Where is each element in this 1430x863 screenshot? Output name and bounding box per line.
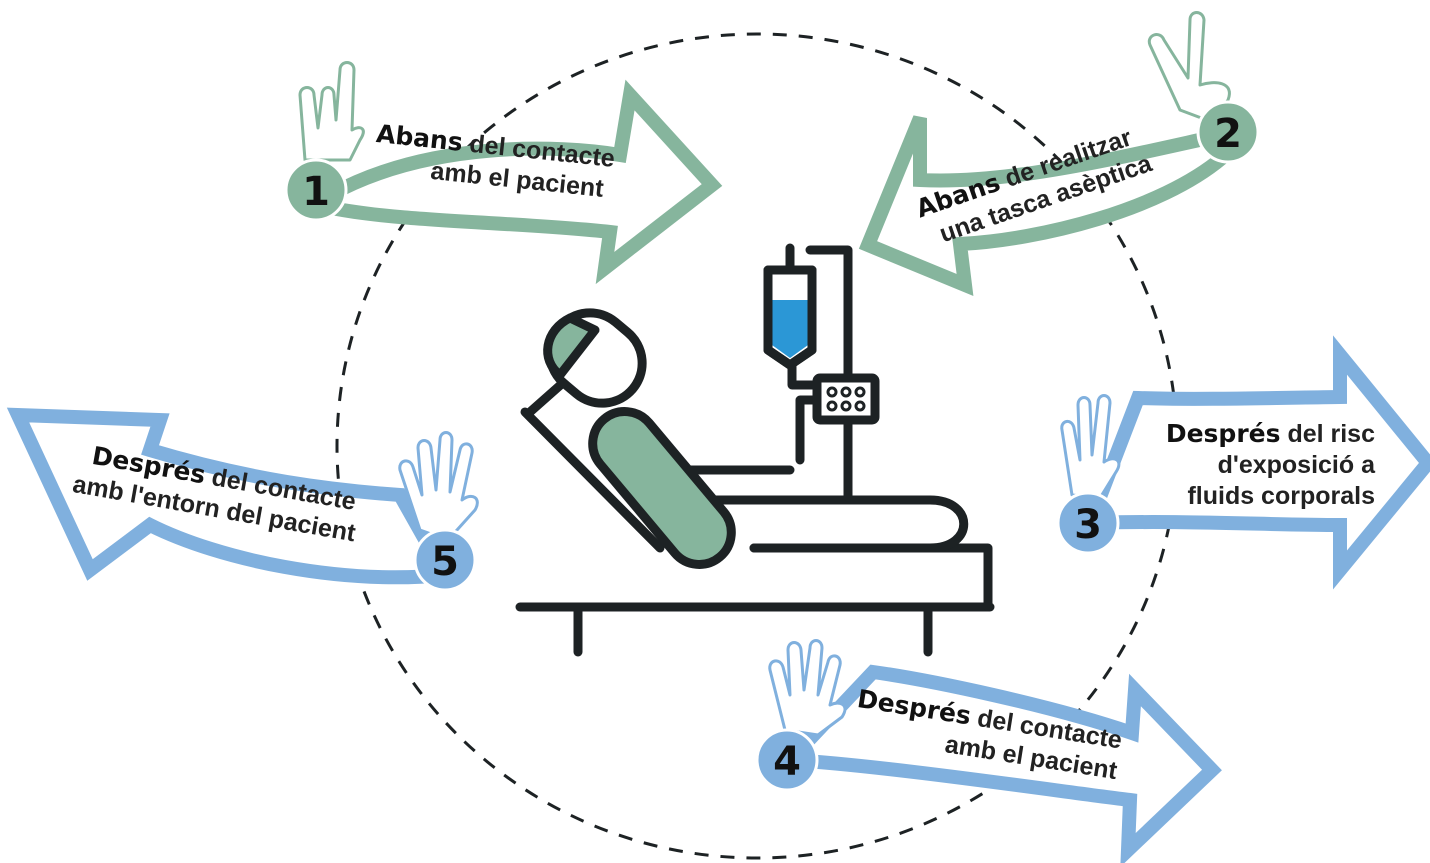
badge-4-number: 4 [773, 739, 801, 785]
label-3-line3: fluids corporals [1187, 482, 1375, 510]
badge-5-number: 5 [431, 539, 459, 585]
badge-1: 1 [284, 158, 348, 222]
badge-2: 2 [1196, 100, 1260, 164]
badge-3-number: 3 [1074, 502, 1102, 548]
arrow-3 [1079, 335, 1430, 590]
label-1-bold: Abans [374, 118, 465, 157]
hand-4-icon [768, 639, 847, 737]
badge-3: 3 [1056, 491, 1120, 555]
label-3-line1: del risc [1280, 420, 1375, 448]
label-3: Després del risc d'exposició a fluids co… [1166, 418, 1375, 512]
badge-4: 4 [755, 728, 819, 792]
hand-2-icon [1147, 11, 1231, 124]
arrow-5 [6, 407, 457, 585]
label-3-bold: Després [1165, 419, 1281, 448]
badge-2-number: 2 [1214, 111, 1242, 157]
patient-bed-illustration [515, 243, 995, 657]
badge-1-number: 1 [302, 169, 330, 215]
arrow-1 [322, 79, 723, 285]
hand-1-icon [298, 61, 365, 162]
arrow-2 [858, 115, 1229, 297]
hand-3-icon [1060, 394, 1121, 500]
badge-5: 5 [413, 528, 477, 592]
label-3-line2: d'exposició a [1217, 451, 1375, 479]
arrow-4 [774, 664, 1222, 863]
hand-5-icon [398, 431, 479, 542]
